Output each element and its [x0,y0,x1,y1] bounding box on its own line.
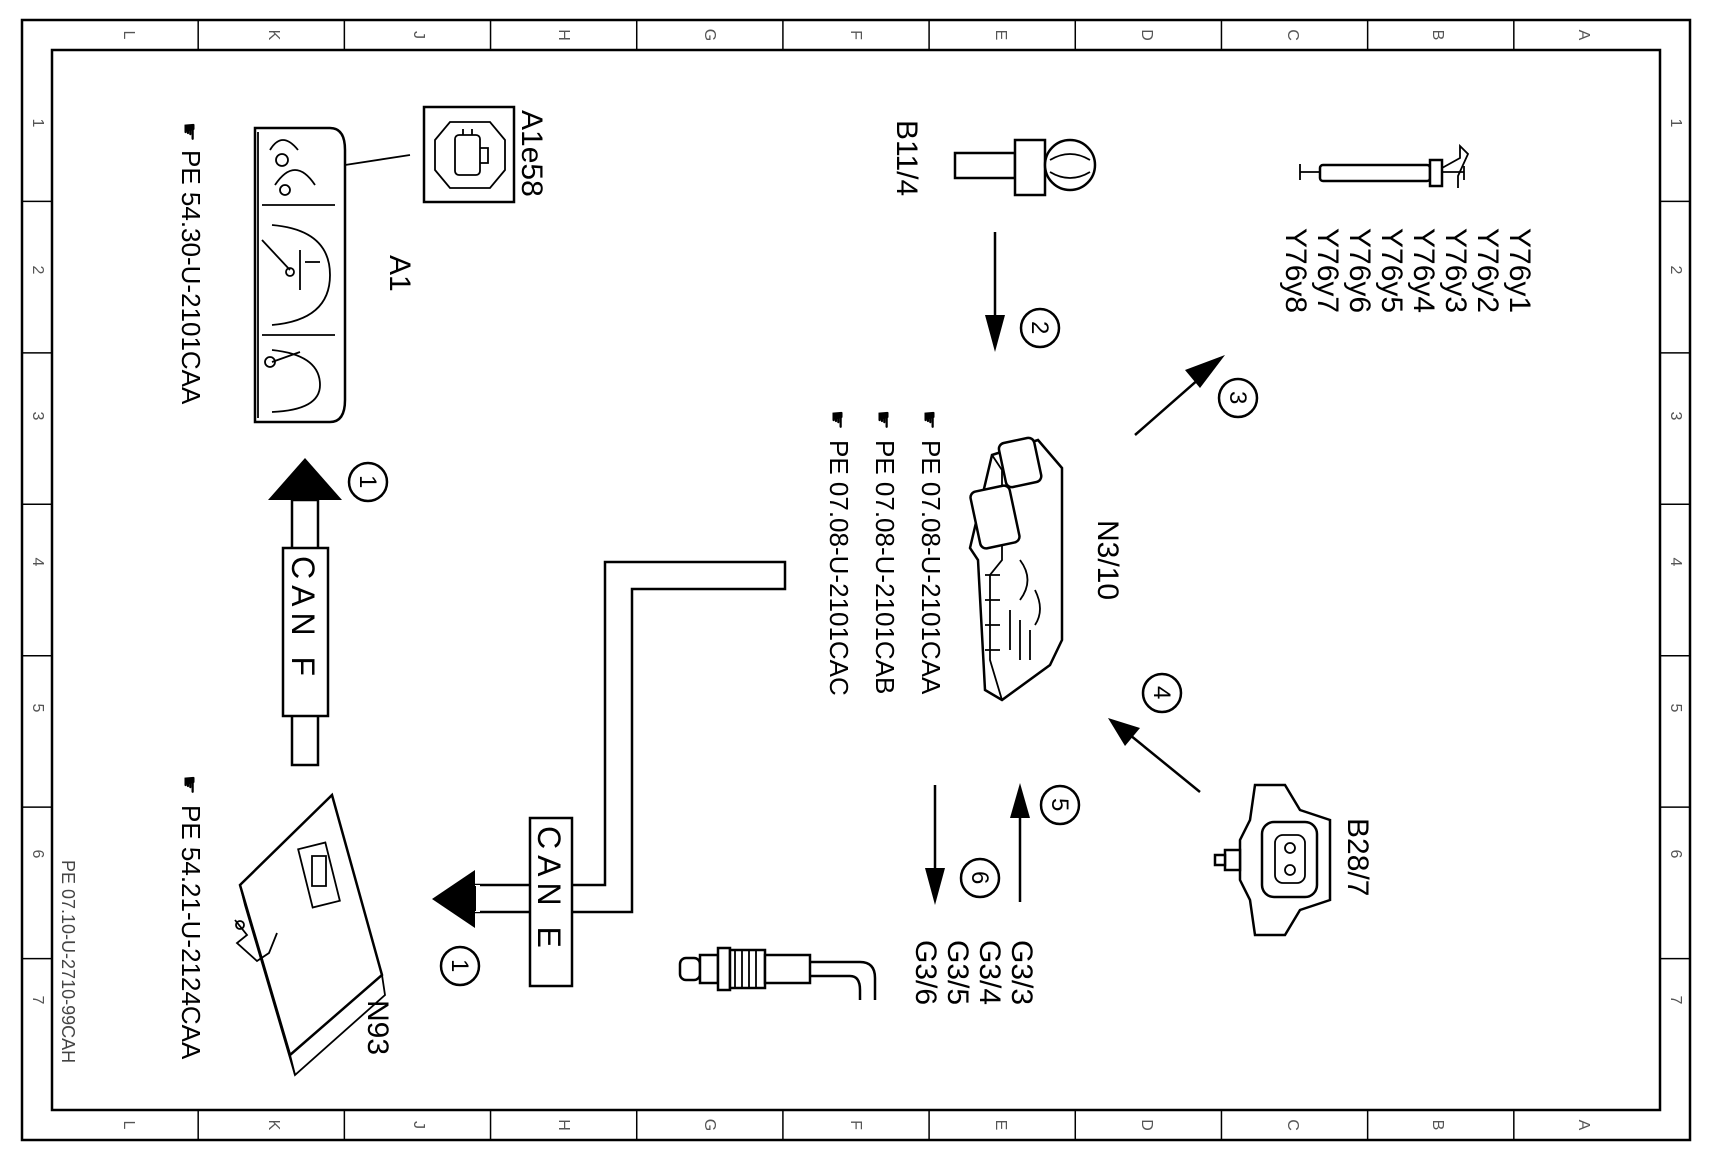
label-y76y6: Y76y6 [1343,228,1376,313]
label-y76y1: Y76y1 [1503,228,1536,313]
gateway-module-n93 [234,792,386,1077]
arrow-5 [1010,783,1081,902]
ref-n3-10-1: PE 07.08-U-2101CAA [916,440,946,695]
sensor-b11-4 [953,138,1097,197]
arrow-6 [925,785,1001,905]
signal-1-bottom [439,945,481,987]
ref-a1: PE 54.30-U-2101CAA [176,150,206,405]
arrow-3 [1134,355,1259,436]
grid-row-right-3: 3 [1667,412,1684,421]
grid-col-bottom-9: C [1284,1119,1301,1131]
signal-1-top [347,461,389,503]
signal-4-number: 4 [1148,686,1175,699]
grid-col-bottom-7: E [992,1120,1009,1131]
grid-col-bottom-1: L [120,1121,137,1130]
label-g3: G3/3 G3/4 G3/5 G3/6 [909,940,1038,1005]
grid-col-top-10: B [1429,30,1446,41]
label-g3-3: G3/3 [1005,940,1038,1005]
grid-col-bottom-4: H [555,1119,572,1131]
grid-col-top-4: H [555,29,572,41]
label-n3-10: N3/10 [1091,520,1124,600]
signal-2-number: 2 [1026,321,1053,334]
signal-5-number: 5 [1046,798,1073,811]
label-y76y5: Y76y5 [1375,228,1408,313]
label-y76y2: Y76y2 [1471,228,1504,313]
grid-row-right-6: 6 [1667,850,1684,859]
grid-row-right-1: 1 [1667,119,1684,128]
engine-warning-icon [422,105,516,204]
grid-col-top-7: E [992,30,1009,41]
sensor-b28-7 [1213,783,1332,937]
grid-col-top-11: A [1575,30,1592,41]
grid-row-left-6: 6 [29,850,46,859]
label-g3-6: G3/6 [909,940,942,1005]
grid-col-top-2: K [265,30,282,41]
label-y76: Y76y1 Y76y2 Y76y3 Y76y4 Y76y5 Y76y6 Y76y… [1279,228,1536,313]
grid-row-left-3: 3 [29,412,46,421]
hand-icon-n3-10-2: ☛ [871,410,896,430]
can-f-label: CAN F [285,556,321,682]
oxygen-sensor-g3 [678,946,877,1000]
hand-icon-a1: ☛ [177,122,202,142]
can-f-bus [268,458,342,767]
grid-row-left-1: 1 [29,119,46,128]
ref-n93: PE 54.21-U-2124CAA [176,805,206,1060]
ref-n3-10-3: PE 07.08-U-2101CAC [824,440,854,696]
grid-row-right-2: 2 [1667,266,1684,275]
arrow-4 [1108,672,1201,793]
label-y76y3: Y76y3 [1439,228,1472,313]
grid-col-top-9: C [1284,29,1301,41]
grid-row-right-4: 4 [1667,558,1684,567]
arrow-2 [985,232,1061,352]
label-y76y7: Y76y7 [1311,228,1344,313]
label-b11-4: B11/4 [890,120,923,196]
outer-frame [20,18,1692,1142]
grid-col-bottom-8: D [1138,1119,1155,1131]
signal-6-number: 6 [966,871,993,884]
grid-row-left-4: 4 [29,558,46,567]
grid-row-right-5: 5 [1667,704,1684,713]
document-id: PE 07.10-U-2710-99CAH [58,860,78,1063]
inner-frame [50,48,1662,1112]
grid-col-bottom-11: A [1575,1120,1592,1131]
grid-col-bottom-2: K [265,1120,282,1131]
signal-1-bottom-number: 1 [446,959,473,972]
instrument-cluster-a1 [253,126,411,424]
refs-n3-10: ☛ PE 07.08-U-2101CAA ☛ PE 07.08-U-2101CA… [824,410,946,696]
grid-col-bottom-3: J [410,1121,427,1129]
label-y76y4: Y76y4 [1407,228,1440,313]
grid-row-left-5: 5 [29,704,46,713]
injector-y76 [1299,143,1470,188]
grid-col-top-8: D [1138,29,1155,41]
can-e-label: CAN E [531,826,567,954]
hand-icon-n3-10-1: ☛ [917,410,942,430]
label-a1: A1 [383,255,416,292]
grid-col-top-1: L [120,31,137,40]
grid-col-bottom-6: F [847,1120,864,1130]
grid-row-left-7: 7 [29,996,46,1005]
grid-col-top-3: J [410,31,427,39]
hand-icon-n93: ☛ [177,775,202,795]
label-n93: N93 [361,1000,394,1055]
grid-col-top-5: G [701,29,718,41]
label-a1e58: A1e58 [515,110,548,197]
grid-row-right-7: 7 [1667,996,1684,1005]
can-e-bus [432,560,787,988]
hand-icon-n3-10-3: ☛ [825,410,850,430]
grid-col-top-6: F [847,30,864,40]
grid-col-bottom-10: B [1429,1120,1446,1131]
grid-labels: L K J H G F E D C B A L K J H G F E D C … [22,20,1690,1140]
ref-n3-10-2: PE 07.08-U-2101CAB [870,440,900,694]
grid-row-left-2: 2 [29,266,46,275]
label-y76y8: Y76y8 [1279,228,1312,313]
signal-1-top-number: 1 [354,475,381,488]
grid-col-bottom-5: G [701,1119,718,1131]
label-b28-7: B28/7 [1341,818,1374,896]
label-g3-5: G3/5 [941,940,974,1005]
label-g3-4: G3/4 [973,940,1006,1005]
signal-3-number: 3 [1224,391,1251,404]
ecu-n3-10 [968,436,1064,702]
